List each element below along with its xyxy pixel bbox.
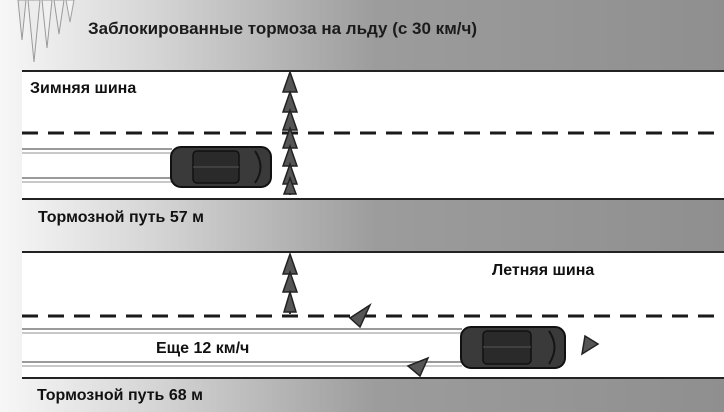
summer-car <box>460 326 566 369</box>
winter-tire-label: Зимняя шина <box>30 80 137 97</box>
road-winter: Зимняя шина <box>22 70 724 200</box>
summer-skid-tracks <box>22 328 462 367</box>
summer-cone-markers <box>281 251 299 314</box>
summer-braking-distance: Тормозной путь 68 м <box>37 387 203 404</box>
diagram-title: Заблокированные тормоза на льду (с 30 км… <box>88 19 478 38</box>
icicles-decoration <box>17 0 75 63</box>
knocked-cones <box>348 302 600 378</box>
extra-speed-label: Еще 12 км/ч <box>156 340 250 357</box>
winter-skid-tracks <box>22 148 172 183</box>
winter-braking-distance: Тормозной путь 57 м <box>38 209 204 226</box>
winter-cone-markers <box>281 69 299 195</box>
winter-car <box>170 146 272 188</box>
summer-tire-label: Летняя шина <box>492 262 595 279</box>
